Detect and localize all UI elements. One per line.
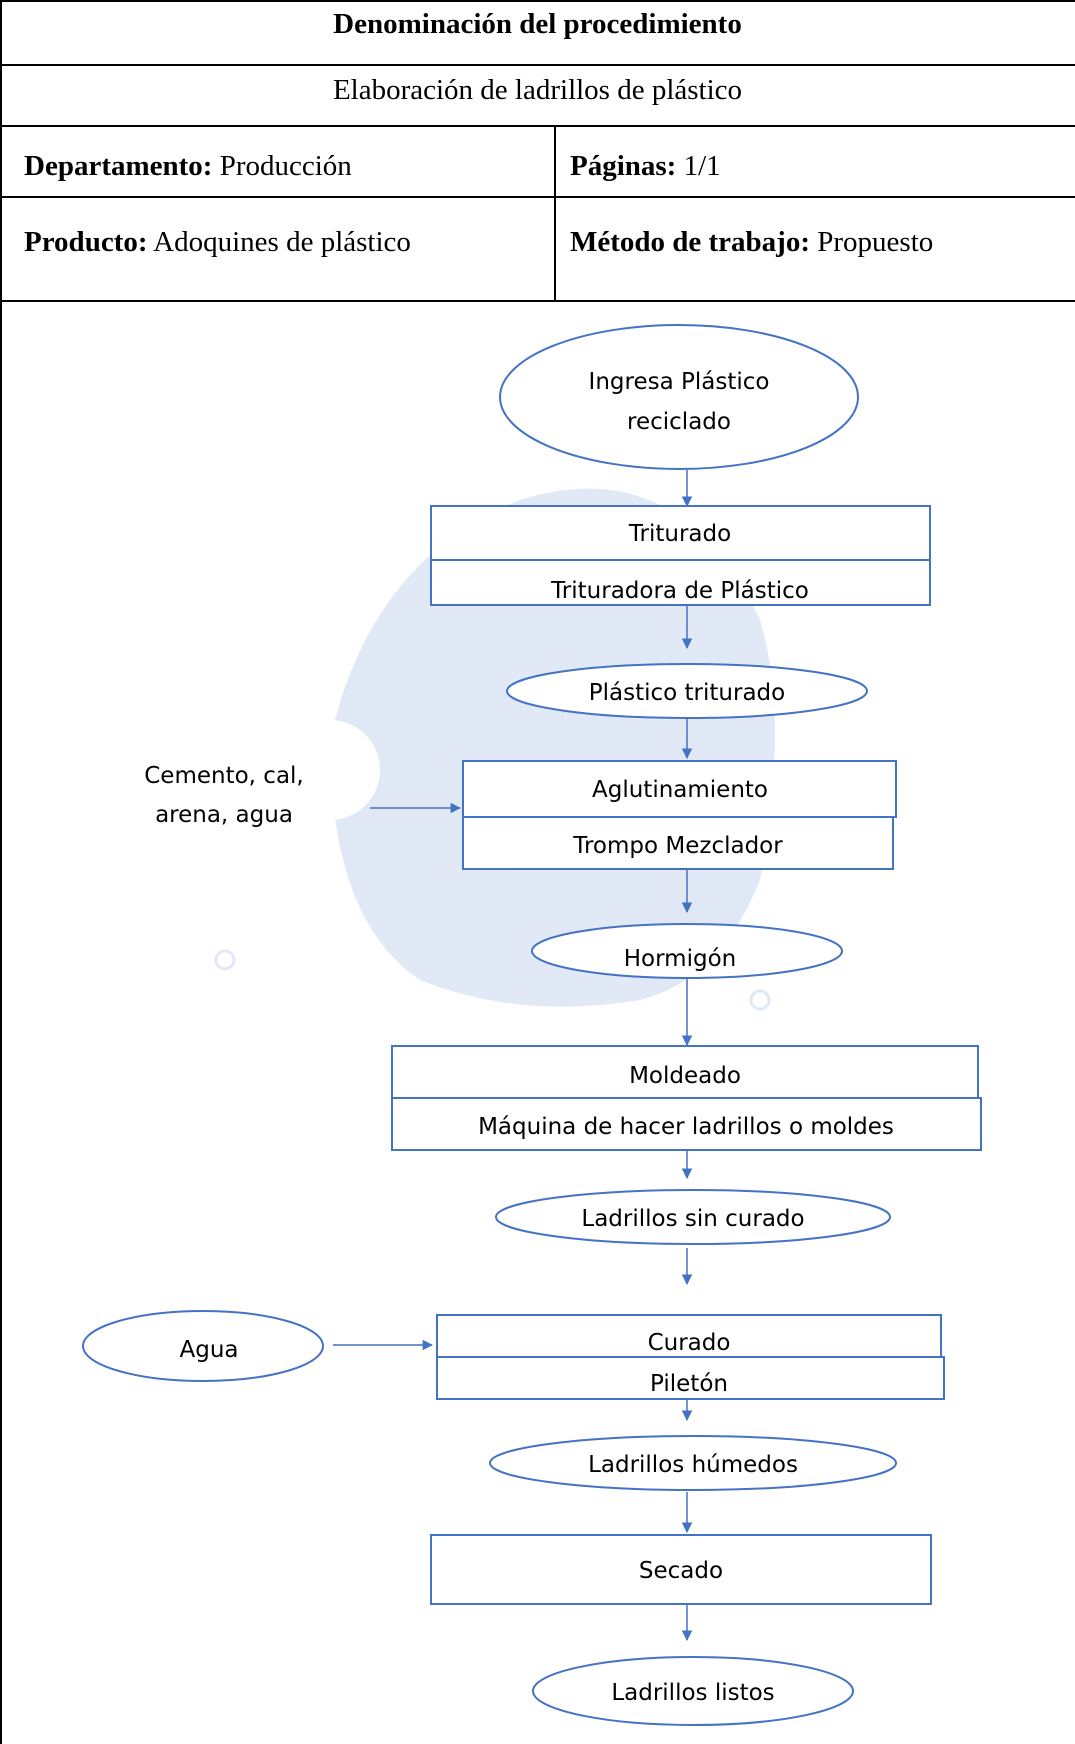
paginas-label: Páginas: [570,150,677,182]
start-label-line1: Ingresa Plástico [589,369,770,395]
table-divider-2 [0,125,1075,127]
output-hormigon [531,923,843,979]
step-moldeado-tool-label: Máquina de hacer ladrillos o moldes [478,1114,894,1140]
step-triturado-label: Triturado [628,521,731,547]
output-plastico-triturado [506,663,868,719]
departamento-label: Departamento: [24,150,213,182]
end-label: Ladrillos listos [611,1680,774,1706]
output-ladrillos-sin-curado-label: Ladrillos sin curado [581,1206,804,1232]
step-curado-box [436,1314,942,1358]
metodo-label: Método de trabajo: [570,226,811,258]
university-seal-watermark [214,488,775,1011]
step-aglutinamiento-tool-label: Trompo Mezclador [572,833,783,859]
procedure-title: Denominación del procedimiento [333,8,742,40]
input-materials-line1: Cemento, cal, [144,763,304,789]
table-border-top [0,0,1075,2]
procedure-subtitle: Elaboración de ladrillos de plástico [332,74,743,106]
step-aglutinamiento-box [462,760,897,818]
start-label-line2: reciclado [627,409,731,435]
departamento-value: Producción [219,150,352,182]
step-moldeado-tool-box [391,1097,982,1151]
output-ladrillos-humedos [489,1435,897,1491]
step-aglutinamiento-tool-box [462,816,894,870]
step-triturado-tool-box [430,559,931,606]
input-agua-terminal [82,1310,324,1382]
step-triturado-tool-label: Trituradora de Plástico [550,578,809,604]
table-border-left [0,0,2,1744]
step-curado-tool-box [436,1356,945,1400]
input-agua-label: Agua [179,1337,238,1363]
metodo-value: Propuesto [817,226,934,258]
step-moldeado-label: Moldeado [629,1063,741,1089]
output-hormigon-label: Hormigón [624,946,736,972]
start-terminal [499,324,859,470]
output-ladrillos-humedos-label: Ladrillos húmedos [588,1452,798,1478]
step-moldeado-box [391,1045,979,1099]
end-terminal [532,1656,854,1726]
step-secado-box [430,1534,932,1605]
paginas-cell: Páginas: 1/1 [570,150,721,183]
step-curado-tool-label: Piletón [650,1371,728,1397]
step-secado-label: Secado [639,1558,723,1584]
table-divider-3 [0,196,1075,198]
output-ladrillos-sin-curado [495,1189,891,1245]
metodo-cell: Método de trabajo: Propuesto [570,226,933,259]
paginas-value: 1/1 [683,150,721,182]
producto-cell: Producto: Adoquines de plástico [24,226,411,259]
table-divider-1 [0,64,1075,66]
step-curado-label: Curado [648,1330,731,1356]
producto-label: Producto: [24,226,148,258]
table-col-divider [554,125,556,300]
input-materials-line2: arena, agua [155,802,293,828]
output-plastico-triturado-label: Plástico triturado [589,680,785,706]
step-aglutinamiento-label: Aglutinamiento [592,777,768,803]
table-divider-4 [0,300,1075,302]
producto-value: Adoquines de plástico [153,226,411,258]
step-triturado-box [430,505,931,561]
departamento-cell: Departamento: Producción [24,150,352,183]
